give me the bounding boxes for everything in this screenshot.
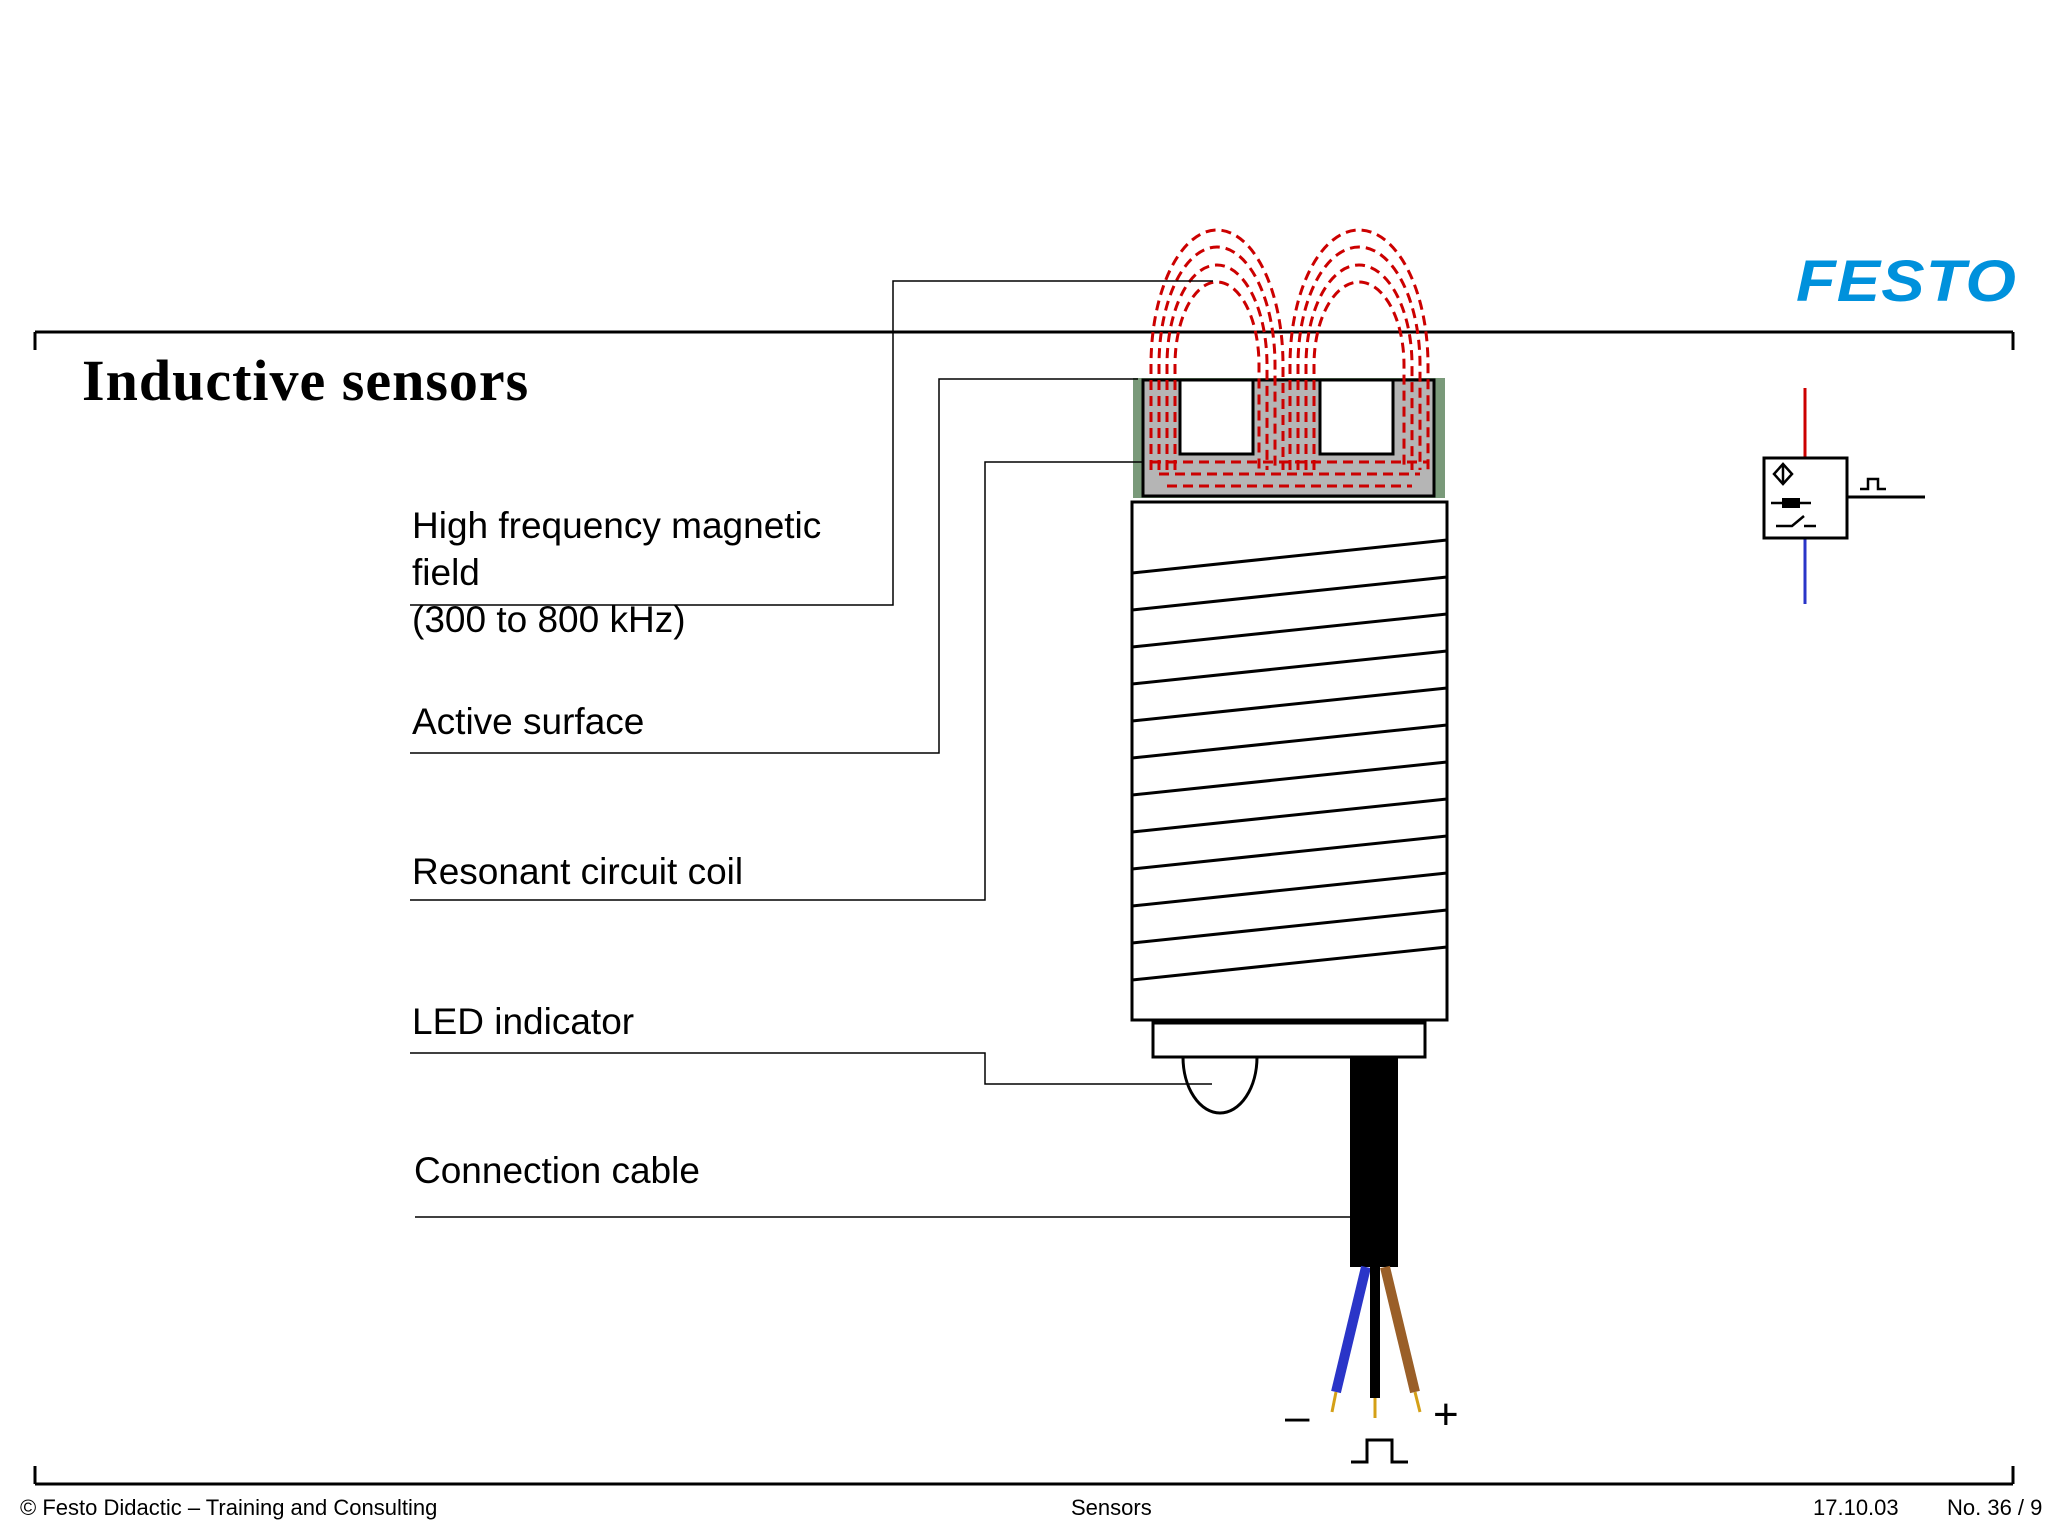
label-led-indicator: LED indicator (412, 1001, 635, 1042)
footer-page: No. 36 / 9 (1947, 1495, 2043, 1520)
wire-brown (1380, 1265, 1420, 1394)
connection-cable (1330, 1057, 1422, 1464)
wire-blue (1331, 1265, 1371, 1394)
terminal-minus: – (1285, 1392, 1310, 1441)
core-slot-left (1178, 378, 1255, 456)
label-field-line1: High frequency magnetic (412, 505, 822, 546)
header-rule (33, 330, 2015, 350)
label-active-surface: Active surface (412, 701, 645, 742)
sensor-housing (1130, 500, 1449, 1059)
footer-topic: Sensors (1071, 1495, 1152, 1520)
label-resonant-coil: Resonant circuit coil (412, 851, 744, 892)
inductive-sensor-symbol-icon (1762, 388, 1925, 604)
footer-rule (33, 1466, 2015, 1486)
terminal-plus: + (1433, 1390, 1459, 1439)
signal-pulse-icon (1351, 1438, 1408, 1464)
leader-lines (410, 280, 1352, 1218)
footer-date: 17.10.03 (1813, 1495, 1899, 1520)
sensor-base (1151, 1021, 1427, 1059)
core-slot-right (1318, 378, 1395, 456)
label-connection-cable: Connection cable (414, 1150, 700, 1191)
footer-copyright: © Festo Didactic – Training and Consulti… (20, 1495, 438, 1520)
led-indicator (1181, 1056, 1259, 1115)
slide-title: Inductive sensors (82, 348, 530, 413)
festo-logo: FESTO (1796, 249, 2017, 314)
label-field-line3: (300 to 800 kHz) (412, 599, 686, 640)
magnetic-field-lines (1149, 228, 1430, 488)
coil-windings (1131, 538, 1448, 982)
label-field-line2: field (412, 552, 480, 593)
